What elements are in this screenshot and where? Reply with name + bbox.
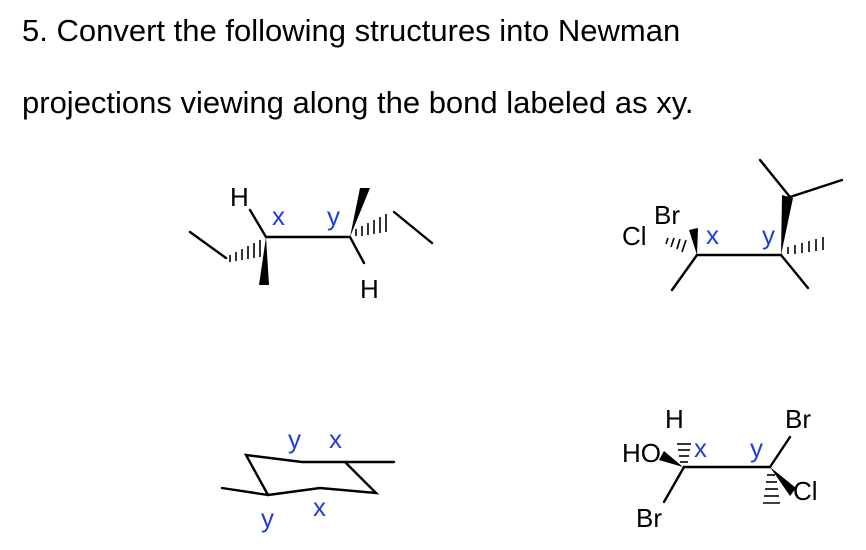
atom-s2-br: Br [654,200,680,230]
bond-s3-methyl-bottom [220,486,270,497]
atom-s1-h-bottom: H [360,274,379,304]
label-s3-x-bottom: x [313,492,326,522]
bond-s1-c2-h [348,235,366,265]
wedge-bond-s1-c2-methyl [350,188,370,237]
atom-s4-cl: Cl [793,476,818,506]
hashed-bond-s1-right [355,214,387,236]
label-s3-x-top: x [329,424,342,454]
bond-s4-c1-br [662,465,686,504]
wedge-bond-s4-cl [770,467,796,496]
wedge-bond-s1-c1-methyl [259,237,269,285]
label-s3-y-bottom: y [261,503,274,533]
bond-s2-ipr-b [788,178,844,199]
atom-s4-h: H [665,404,684,434]
bond-s1-c1-h [248,208,268,239]
atom-s2-cl: Cl [622,221,647,251]
question-line-1: 5. Convert the following structures into… [22,13,680,49]
hashed-bond-s4-down [763,474,780,504]
hashed-bond-s2-cl [665,237,687,253]
bond-s2-c1-methyl [670,253,699,292]
label-s4-y: y [750,433,763,463]
question-text-line-1: Convert the following structures into Ne… [56,13,681,48]
bond-s4-c2-br [768,435,792,469]
wedge-bond-s2-br [689,228,698,255]
bond-s1-ethyl-right [392,210,434,245]
structure-3: y x y x [220,424,396,533]
hashed-bond-s4-h [677,443,691,463]
atom-s4-br-top: Br [785,404,811,434]
label-s4-x: x [694,433,707,463]
label-s1-x: x [272,201,285,231]
atom-s4-ho: HO [622,438,661,468]
hashed-bond-s1-left [229,240,261,262]
atom-s4-br-bottom: Br [636,503,662,533]
structure-1: H x y H [188,182,434,304]
label-s1-y: y [327,201,340,231]
bond-s2-c2-methyl [779,253,810,290]
hashed-bond-s2-right [787,237,824,254]
label-s3-y-top: y [288,424,301,454]
structure-4: H HO Br Br Cl x y [622,404,818,533]
question-line-2: projections viewing along the bond label… [22,85,694,120]
label-s2-x: x [706,220,719,250]
structure-2: Br Cl x y [622,158,844,292]
question-number: 5. [22,13,48,48]
label-s2-y: y [762,220,775,250]
atom-s1-h-top: H [230,182,249,212]
wedge-bond-s2-isopropyl [781,195,793,255]
bond-s1-ethyl-left-a [188,230,228,260]
wedge-bond-s4-oh [659,451,683,467]
bond-s2-ipr-a [758,158,792,199]
